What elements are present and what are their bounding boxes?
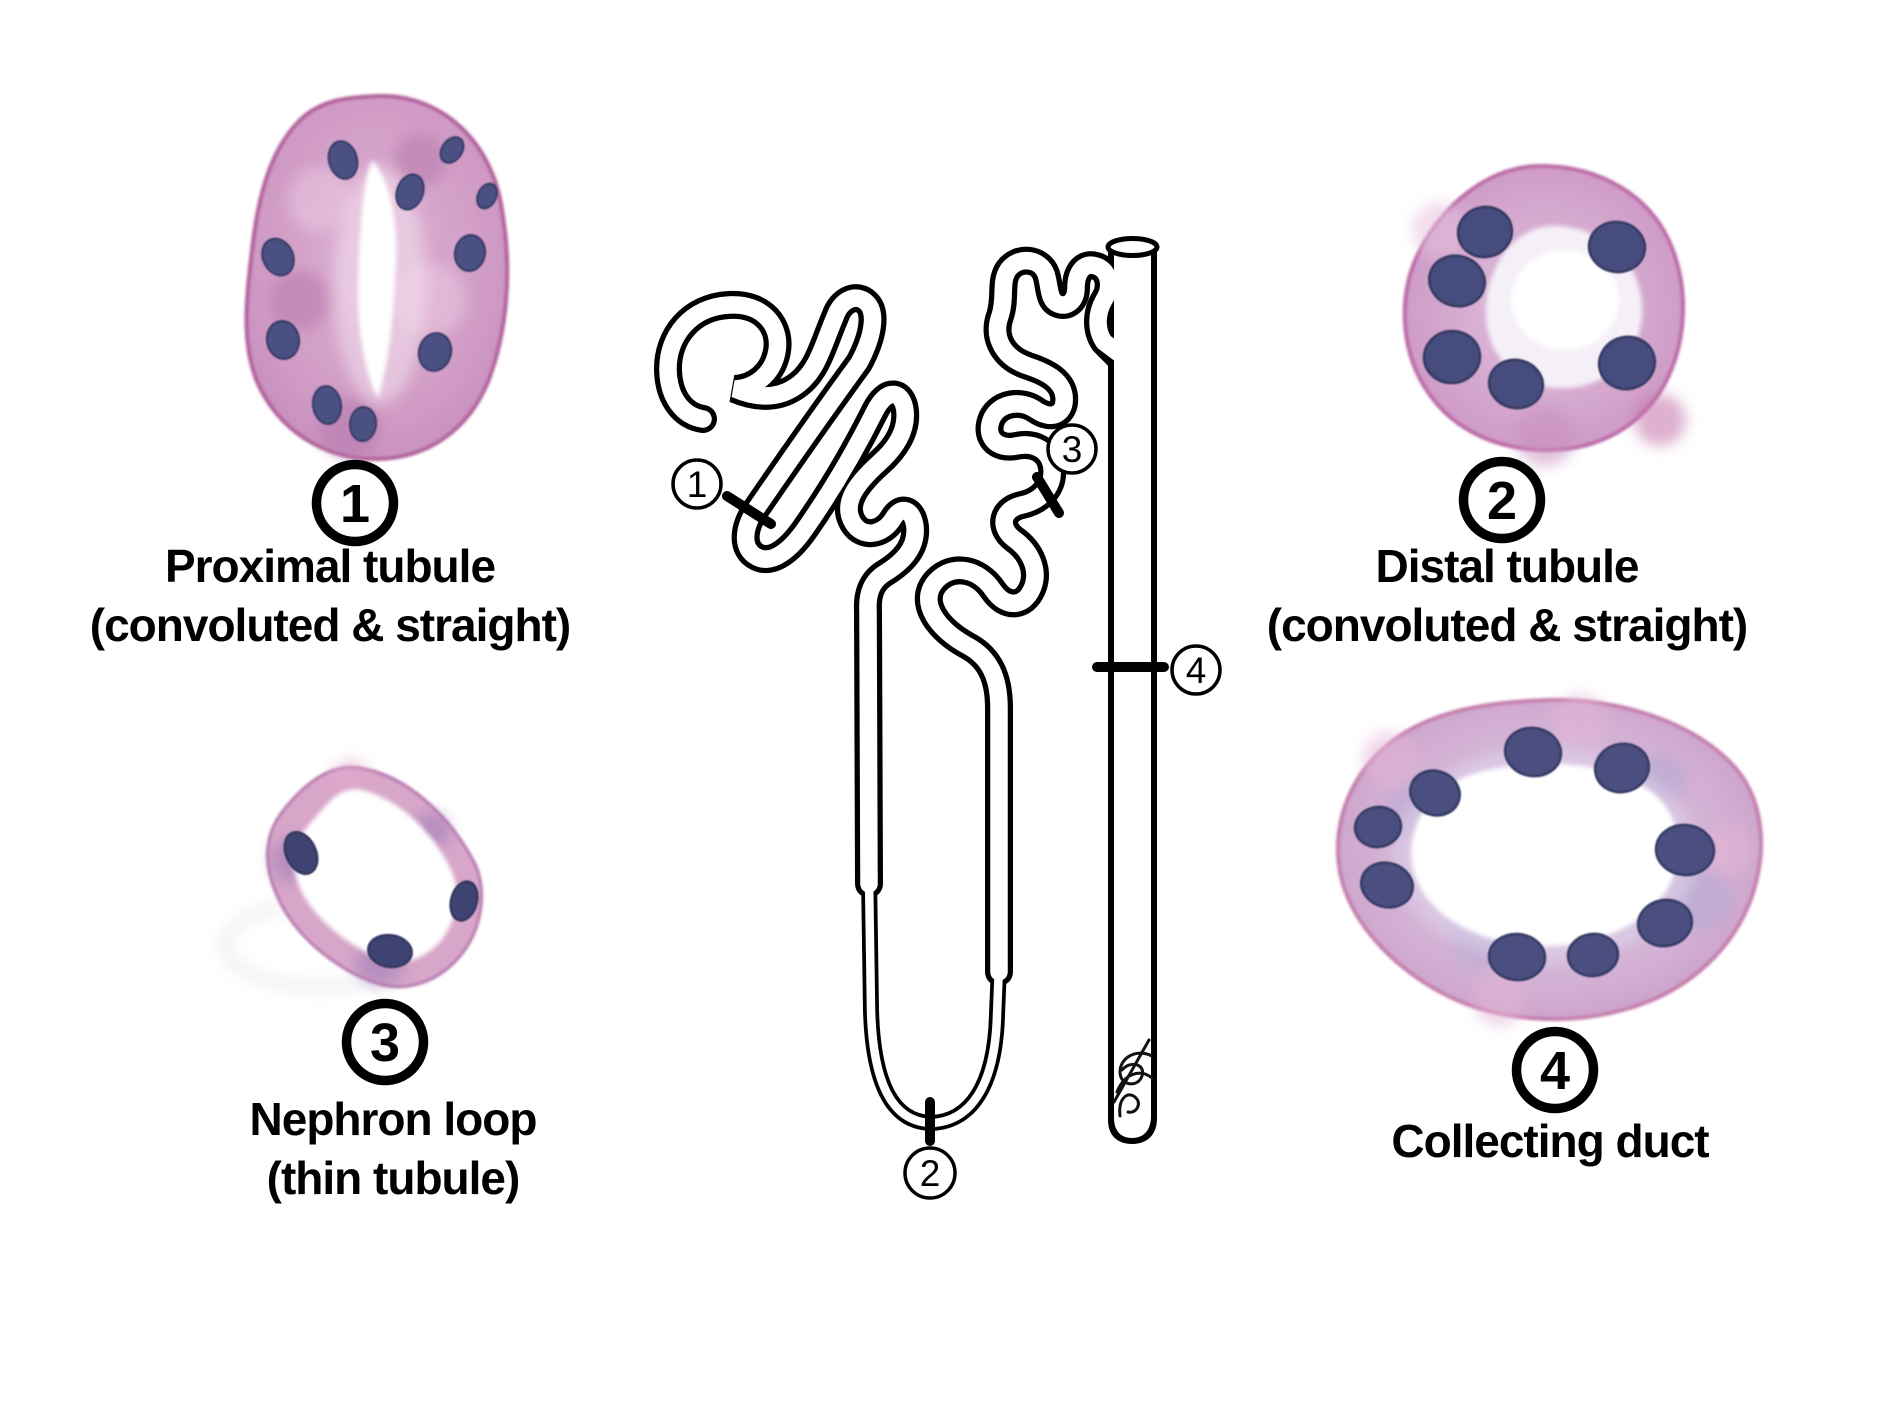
nucleus	[1360, 861, 1414, 909]
nucleus	[283, 831, 319, 875]
nucleus	[417, 332, 453, 372]
section-ticks	[722, 472, 1169, 1146]
nucleus	[1593, 742, 1651, 794]
nucleus	[265, 320, 301, 360]
svg-text:3: 3	[370, 1013, 400, 1073]
nuclei	[261, 136, 498, 442]
nucleus	[1636, 898, 1694, 948]
duct-open-end	[1105, 236, 1160, 258]
nucleus	[395, 173, 425, 211]
caption-collecting-duct: Collecting duct	[1250, 1112, 1850, 1171]
svg-text:4: 4	[1186, 650, 1207, 691]
proximal-micrograph	[244, 93, 510, 462]
svg-text:3: 3	[1062, 429, 1083, 470]
diagram-marker-4: 4	[1170, 644, 1222, 696]
nucleus	[1456, 205, 1514, 259]
nucleus	[439, 136, 465, 164]
nucleus	[1566, 932, 1620, 978]
nucleus	[261, 237, 295, 277]
diagram-marker-1: 1	[671, 458, 723, 510]
tick-mark-1	[722, 491, 776, 529]
caption-subtitle: (thin tubule)	[266, 1152, 521, 1204]
caption-circles: 1 2 3 4	[311, 456, 1599, 1114]
distal-micrograph	[1402, 163, 1686, 466]
nuclei	[1422, 205, 1657, 410]
nucleus	[1587, 220, 1647, 274]
distal-tubule-interior	[920, 252, 1133, 981]
tick-mark-3	[1032, 472, 1064, 518]
nucleus	[1353, 805, 1403, 849]
svg-text:4: 4	[1540, 1041, 1570, 1101]
svg-text:2: 2	[920, 1153, 941, 1194]
nephron-line-diagram: 1 2 3 4	[654, 236, 1222, 1200]
nucleus	[1422, 329, 1482, 385]
thin-limb-micrograph	[218, 760, 484, 994]
nucleus	[1654, 823, 1716, 877]
caption-title: Nephron loop	[249, 1093, 538, 1145]
nucleus	[1503, 726, 1563, 778]
nucleus	[1428, 254, 1486, 308]
caption-circle-2: 2	[1458, 456, 1546, 544]
caption-title: Proximal tubule	[164, 540, 496, 592]
nucleus	[348, 406, 378, 442]
svg-text:1: 1	[340, 474, 370, 534]
nucleus	[311, 385, 343, 425]
caption-subtitle: (convoluted & straight)	[1266, 599, 1748, 651]
lumen	[357, 160, 397, 398]
collecting-duct-micrograph	[1335, 694, 1764, 1026]
nucleus	[449, 880, 479, 922]
caption-title: Distal tubule	[1375, 540, 1639, 592]
nuclei	[283, 831, 479, 969]
collecting-duct-tube-interior	[1114, 247, 1151, 1138]
tissue-mottle	[1412, 202, 1686, 466]
diagram-marker-2: 2	[903, 1146, 957, 1200]
nucleus	[1487, 358, 1545, 410]
nucleus	[1409, 769, 1461, 817]
nucleus	[1597, 335, 1657, 391]
nucleus	[1487, 932, 1547, 982]
caption-proximal-tubule: Proximal tubule (convoluted & straight)	[0, 537, 660, 655]
diagram-marker-3: 3	[1046, 423, 1098, 475]
caption-circle-3: 3	[341, 998, 429, 1086]
lumen	[293, 789, 457, 962]
caption-title: Collecting duct	[1391, 1115, 1709, 1167]
caption-circle-4: 4	[1511, 1026, 1599, 1114]
lumen-core	[1511, 250, 1619, 350]
caption-circle-1: 1	[311, 459, 399, 547]
caption-nephron-loop: Nephron loop (thin tubule)	[93, 1090, 693, 1208]
lumen	[1411, 763, 1679, 947]
svg-text:2: 2	[1487, 471, 1517, 531]
svg-text:1: 1	[687, 464, 708, 505]
nucleus	[367, 933, 413, 969]
caption-distal-tubule: Distal tubule (convoluted & straight)	[1180, 537, 1834, 655]
nuclei	[1353, 726, 1716, 982]
tubule-interior	[659, 252, 1133, 1128]
cut-scribble	[1112, 1038, 1154, 1118]
caption-subtitle: (convoluted & straight)	[89, 599, 571, 651]
nucleus	[476, 182, 498, 210]
diagram-markers: 1 2 3 4	[671, 423, 1222, 1200]
nucleus	[453, 234, 487, 272]
nucleus	[327, 140, 359, 180]
